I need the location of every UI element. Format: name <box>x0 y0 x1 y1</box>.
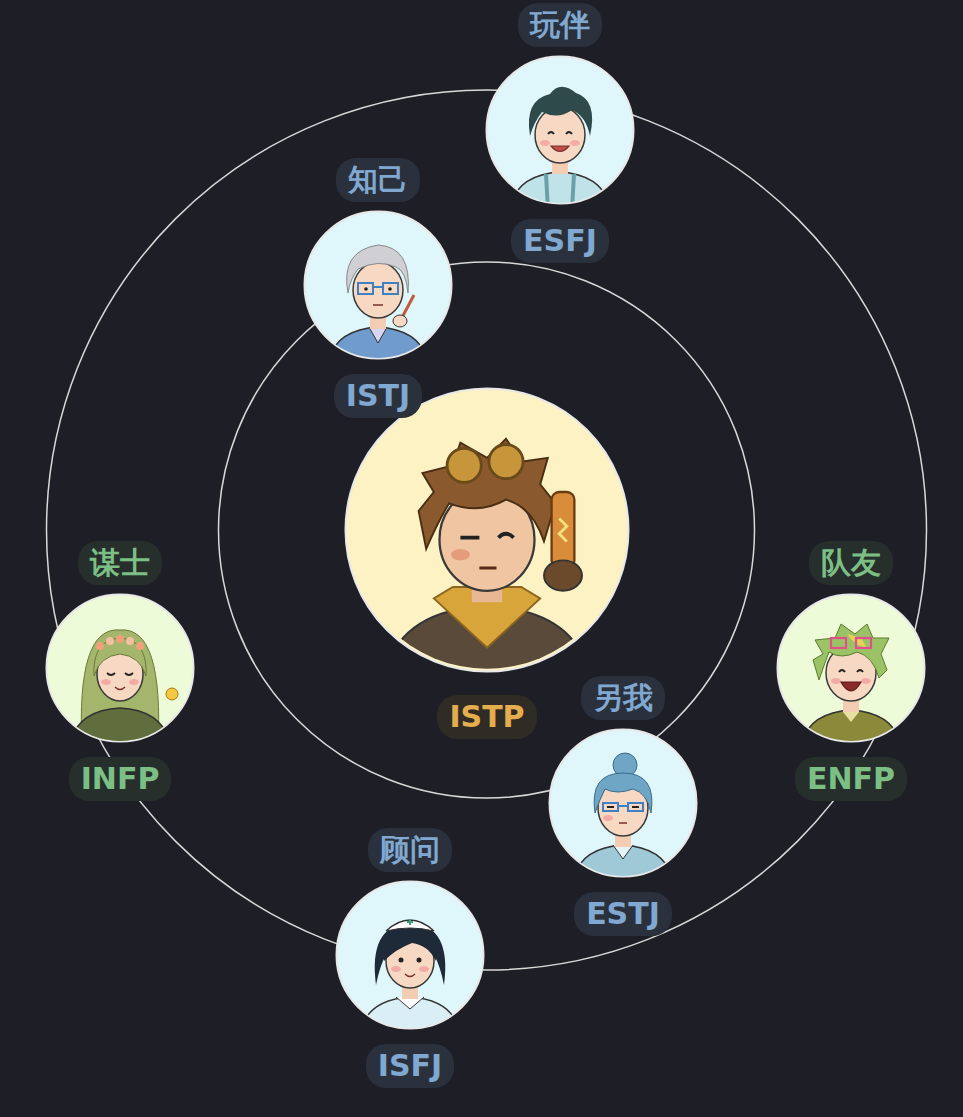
circle-shape <box>346 389 629 672</box>
avatar-esfj <box>510 87 610 210</box>
avatar-disc <box>344 387 630 673</box>
label-group: 知己 <box>336 156 420 204</box>
role-label: 另我 <box>581 676 665 720</box>
circle-outline <box>344 387 630 673</box>
role-label: 知己 <box>336 158 420 202</box>
circle-outline <box>303 210 453 360</box>
persona-node: 玩伴 ESFJ <box>485 1 635 265</box>
circle-shape <box>337 882 484 1029</box>
circle-outline <box>335 880 485 1030</box>
circle-outline <box>45 593 195 743</box>
circle-outline <box>485 55 635 205</box>
type-label: INFP <box>69 757 172 801</box>
type-label: ISTP <box>437 695 536 739</box>
label-group: 队友 <box>809 539 893 587</box>
label-group: 顾问 <box>368 826 452 874</box>
persona-node: 知己 ISTJ <box>303 156 453 420</box>
type-label: ISFJ <box>366 1044 454 1088</box>
type-label: ESFJ <box>511 219 609 263</box>
avatar-istp <box>348 391 625 682</box>
circle-shape <box>305 212 452 359</box>
inner-orbit <box>219 262 755 798</box>
avatar-infp <box>68 630 178 748</box>
circle-shape <box>487 57 634 204</box>
label-group: INFP <box>69 755 172 803</box>
avatar-disc <box>335 880 485 1030</box>
persona-node: 顾问 ISFJ <box>335 826 485 1090</box>
persona-node: 队友 ENFP <box>776 539 926 803</box>
type-label: ESTJ <box>574 892 672 936</box>
role-label: 玩伴 <box>518 3 602 47</box>
avatar-disc <box>776 593 926 743</box>
label-group: ISTJ <box>334 372 422 420</box>
avatar-istj <box>328 245 428 365</box>
avatar-enfp <box>801 624 901 748</box>
circle-outline <box>548 728 698 878</box>
avatar-isfj <box>360 919 460 1035</box>
circle-shape <box>550 730 697 877</box>
role-label: 顾问 <box>368 828 452 872</box>
avatar-disc <box>548 728 698 878</box>
label-group: 另我 <box>581 674 665 722</box>
label-group: ISTP <box>437 693 536 741</box>
label-group: 玩伴 <box>518 1 602 49</box>
avatar-disc <box>303 210 453 360</box>
persona-node: 谋士 INFP <box>45 539 195 803</box>
label-group: ISFJ <box>366 1042 454 1090</box>
persona-node: 另我 ESTJ <box>548 674 698 938</box>
avatar-disc <box>485 55 635 205</box>
circle-shape <box>778 595 925 742</box>
outer-orbit <box>47 90 927 970</box>
type-label: ISTJ <box>334 374 422 418</box>
type-label: ENFP <box>795 757 907 801</box>
label-group: ESFJ <box>511 217 609 265</box>
circle-shape <box>47 595 194 742</box>
role-label: 谋士 <box>78 541 162 585</box>
avatar-disc <box>45 593 195 743</box>
circle-outline <box>776 593 926 743</box>
label-group: ESTJ <box>574 890 672 938</box>
role-label: 队友 <box>809 541 893 585</box>
label-group: ENFP <box>795 755 907 803</box>
label-group: 谋士 <box>78 539 162 587</box>
avatar-estj <box>573 753 673 883</box>
